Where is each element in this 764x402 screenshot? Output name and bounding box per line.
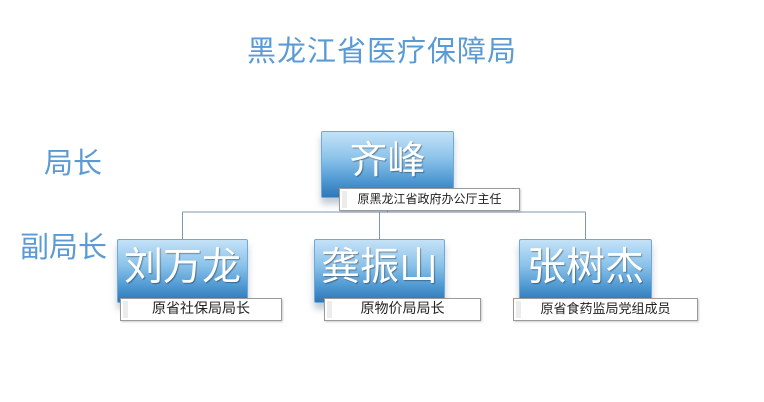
- deputy-note-3: 原省食药监局党组成员: [513, 298, 698, 321]
- chart-title: 黑龙江省医疗保障局: [246, 34, 517, 68]
- deputy-note-1: 原省社保局局长: [120, 298, 282, 321]
- deputy-name-3: 张树杰: [526, 245, 644, 290]
- rank-label-director: 局长: [44, 146, 103, 180]
- director-note: 原黑龙江省政府办公厅主任: [339, 188, 520, 211]
- director-name: 齐峰: [349, 138, 426, 182]
- deputy-node-3: 张树杰: [519, 239, 652, 303]
- deputy-name-2: 龚振山: [320, 245, 438, 290]
- deputy-node-2: 龚振山: [314, 239, 445, 303]
- rank-label-deputy: 副局长: [20, 230, 108, 264]
- director-node: 齐峰: [321, 131, 454, 198]
- deputy-note-2: 原物价局局长: [324, 298, 481, 321]
- deputy-node-1: 刘万龙: [117, 239, 248, 303]
- deputy-name-1: 刘万龙: [123, 245, 241, 290]
